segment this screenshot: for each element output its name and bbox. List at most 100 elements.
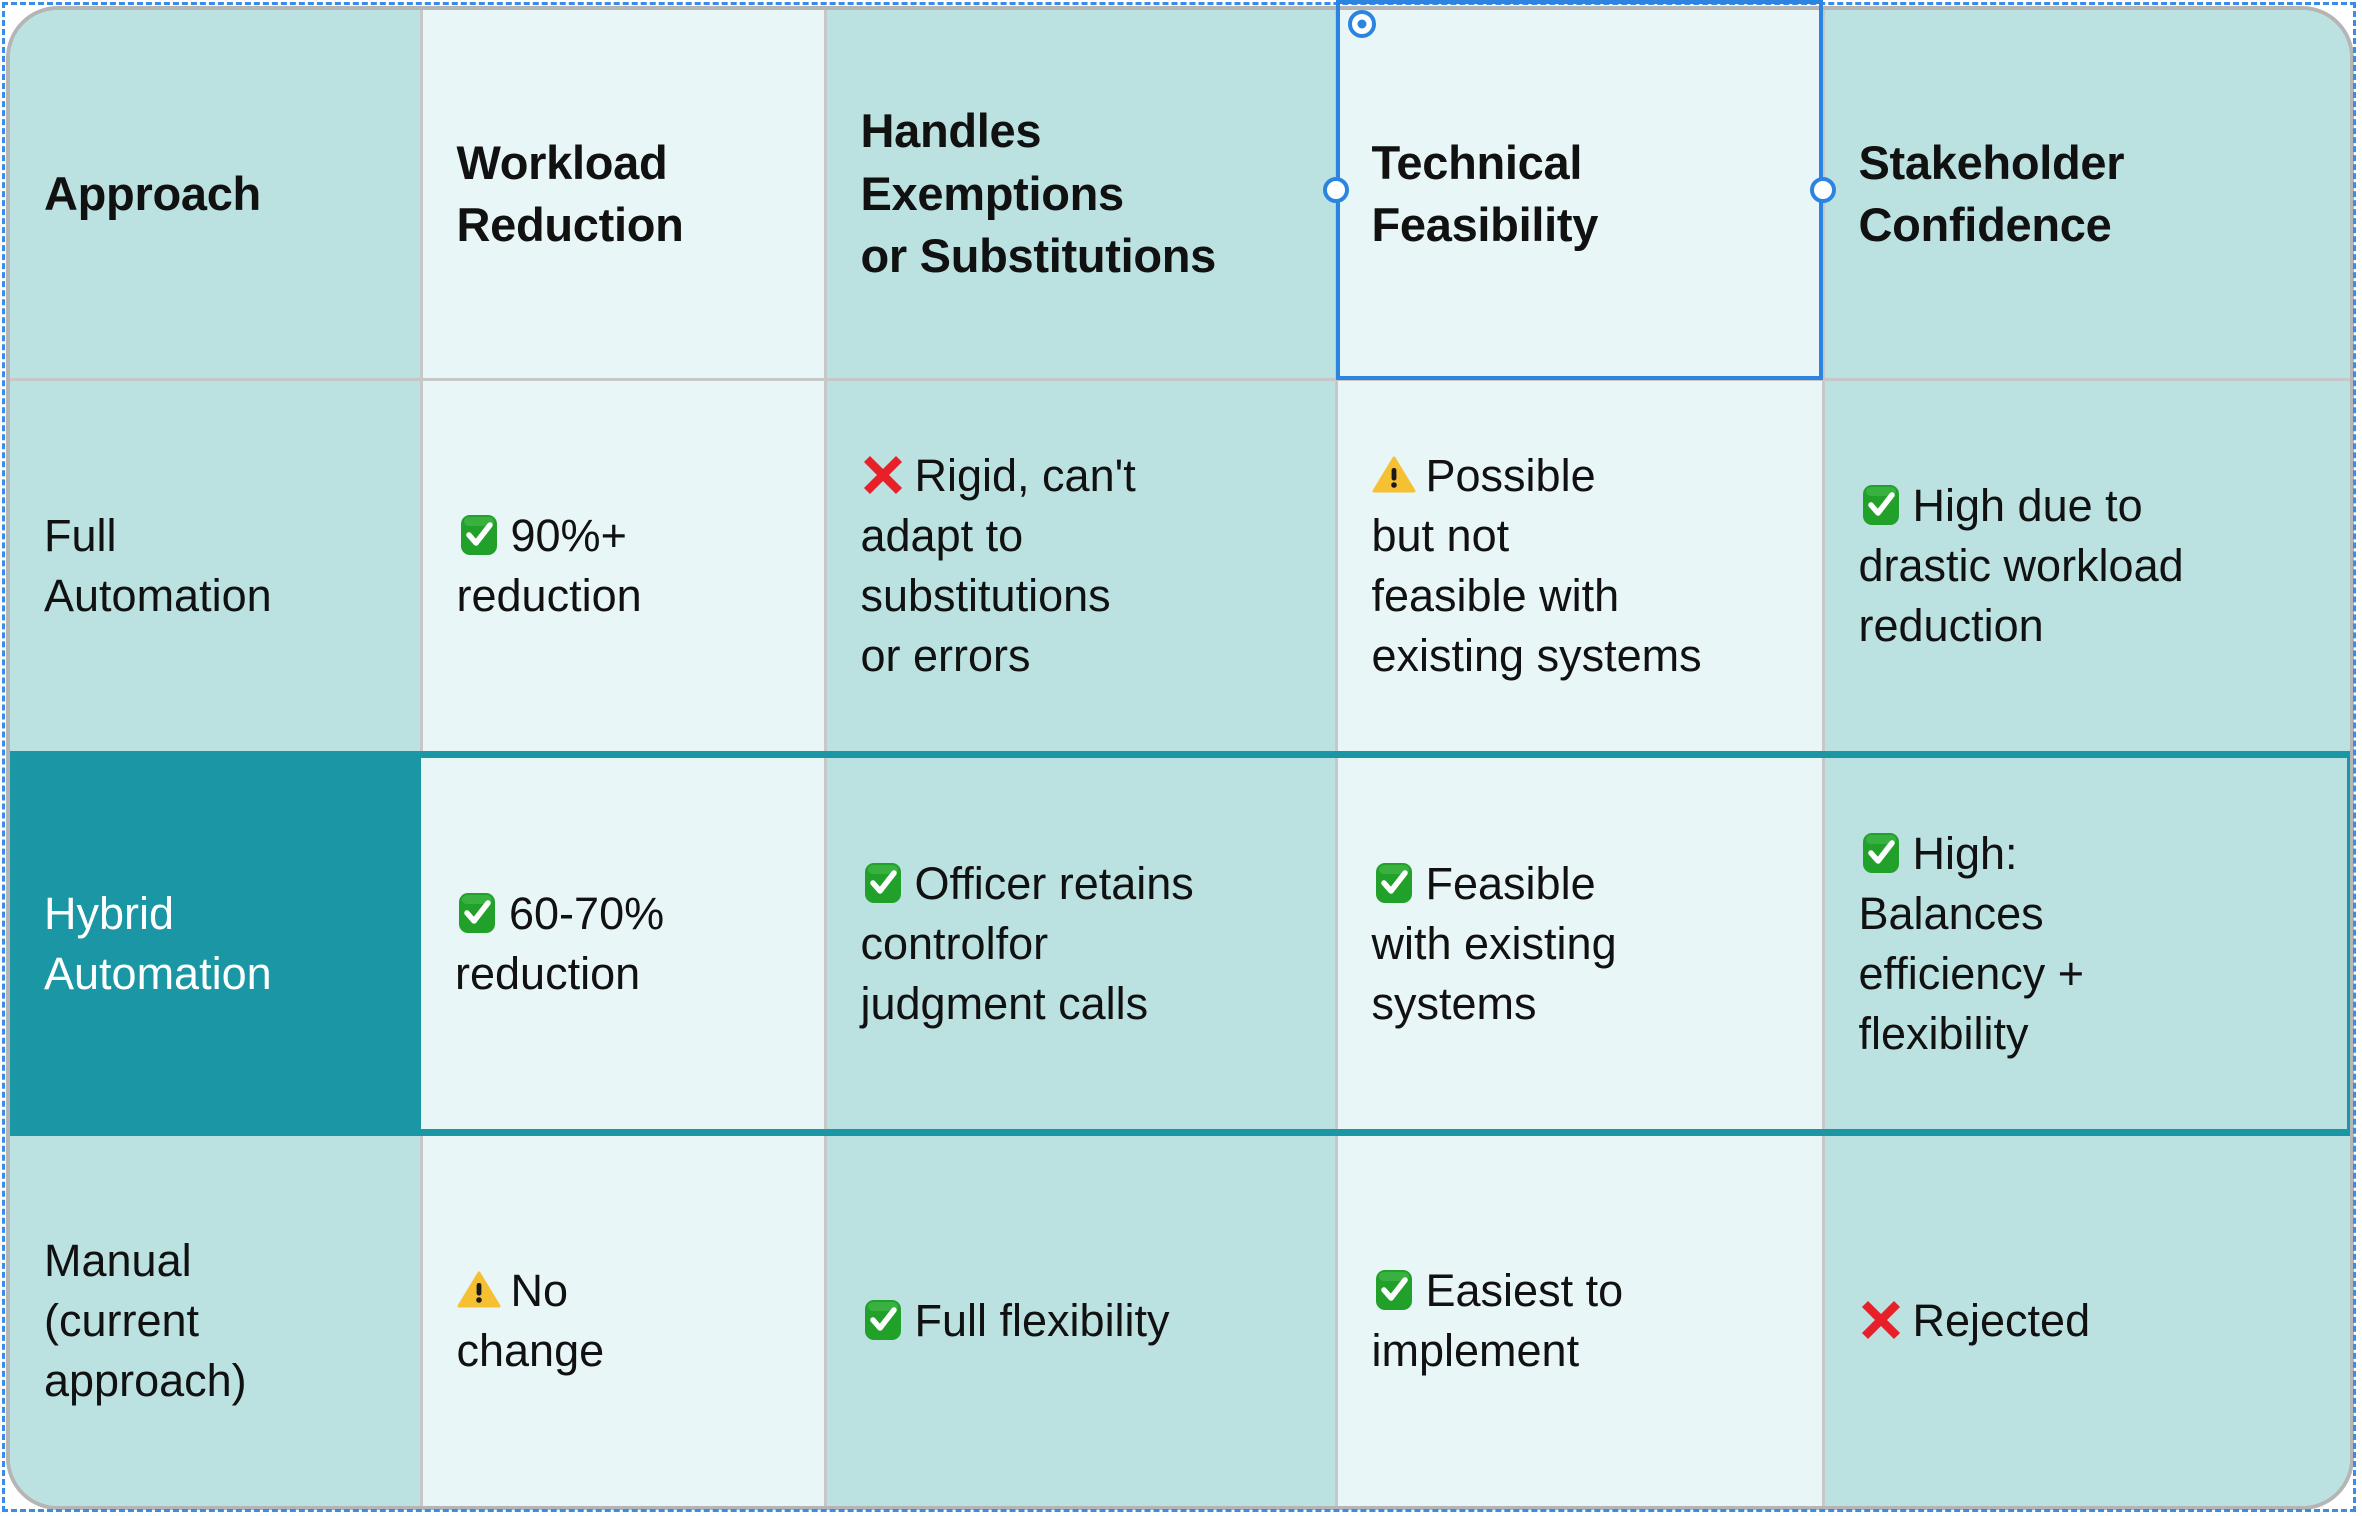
cell-text: feasible with [1371,570,1620,622]
header-line: Handles [860,104,1042,158]
cell-line: substitutions [861,566,1307,626]
cell-line: Feasible [1372,854,1794,914]
cell-line: Rigid, can't [861,446,1307,506]
cell-text: Officer retains [914,857,1194,909]
rotate-handle[interactable] [1348,10,1376,38]
cell-text: change [456,1325,605,1377]
cell-text: with existing [1371,917,1617,969]
cell-text: Rejected [1912,1295,2091,1347]
cell-line: but not [1372,506,1794,566]
header-line: Confidence [1858,198,2112,251]
cell-text: controlfor [860,917,1049,969]
cross-mark-icon [861,453,905,497]
cell-line: feasible with [1372,566,1794,626]
warning-triangle-icon [1372,453,1416,497]
row-label-line: approach) [44,1354,247,1406]
cell-text: 60-70% [509,887,665,939]
cell-line: existing systems [1372,626,1794,686]
cell-text: adapt to [860,510,1024,562]
header-line: Workload [456,135,668,189]
cross-mark-icon [1859,1298,1903,1342]
warning-triangle-icon [457,1268,501,1312]
cell-text: reduction [455,947,641,999]
row-label-line: Hybrid [44,887,175,939]
table-cell[interactable]: No change [421,1132,827,1506]
resize-handle-left[interactable] [1323,176,1349,203]
cell-line: High due to [1859,476,2323,536]
cell-text: or errors [860,629,1031,681]
row-label-line: Automation [44,570,272,622]
header-line: Technical [1371,135,1583,189]
cell-line: Officer retains [861,854,1307,914]
cell-text: Easiest to [1425,1265,1624,1317]
header-line: Stakeholder [1858,135,2125,189]
cell-text: judgment calls [860,977,1149,1029]
check-mark-button-icon [1859,483,1903,527]
check-mark-button-icon [861,1298,905,1342]
cell-line: efficiency + [1859,944,2319,1004]
table-cell[interactable]: 90%+ reduction [421,379,827,757]
table-cell[interactable]: 60-70% reduction [421,751,827,1137]
check-mark-button-icon [861,861,905,905]
table-cell[interactable]: Easiest to implement [1336,1132,1825,1506]
row-label-line: (current [44,1295,200,1347]
cell-text: efficiency + [1858,947,2085,999]
cell-line: or errors [861,626,1307,686]
cell-text: High: [1912,828,2018,880]
cell-line: systems [1372,974,1794,1034]
cell-text: substitutions [860,570,1111,622]
cell-text: No [510,1265,569,1317]
cell-text: reduction [1858,600,2044,652]
cell-line: with existing [1372,914,1794,974]
table-cell[interactable]: High due to drastic workload reduction [1823,379,2350,757]
cell-line: Possible [1372,446,1794,506]
cell-line: controlfor [861,914,1307,974]
header-line: Exemptions [860,166,1125,220]
cell-line: change [457,1321,796,1381]
check-mark-button-icon [455,891,499,935]
cell-line: Balances [1859,884,2319,944]
header-line: Feasibility [1371,198,1599,251]
cell-text: implement [1371,1325,1580,1377]
resize-handle-right[interactable] [1810,176,1836,203]
cell-text: systems [1371,977,1537,1029]
cell-text: 90%+ [510,510,627,562]
cell-line: reduction [1859,596,2323,656]
row-label-line: Automation [44,947,272,999]
check-mark-button-icon [1859,831,1903,875]
cell-text: flexibility [1858,1007,2029,1059]
check-mark-button-icon [1372,1268,1416,1312]
cell-text: reduction [456,570,642,622]
cell-line: Rejected [1859,1291,2323,1351]
cell-line: adapt to [861,506,1307,566]
table-cell[interactable]: Full flexibility [825,1132,1338,1506]
cell-text: drastic workload [1858,540,2184,592]
cell-line: flexibility [1859,1004,2319,1064]
cell-line: implement [1372,1321,1794,1381]
cell-line: Full flexibility [861,1291,1307,1351]
column-header-1[interactable]: Approach [10,10,423,381]
cell-text: Full flexibility [914,1295,1170,1347]
cell-text: High due to [1912,480,2143,532]
table-cell[interactable]: Rejected [1823,1132,2350,1506]
cell-text: Possible [1425,450,1596,502]
table-cell[interactable]: Officer retains controlfor judgment calls [825,751,1338,1137]
cell-line: High: [1859,824,2319,884]
